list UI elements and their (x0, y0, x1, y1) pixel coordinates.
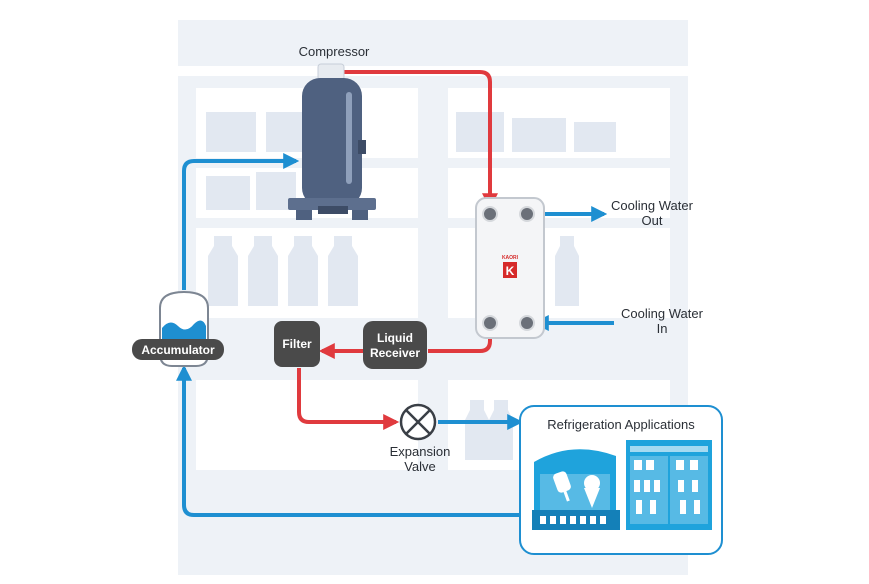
line-accumulator-to-compressor (182, 153, 300, 290)
display-fridge-icon (626, 440, 712, 530)
condenser-port-bottom-right (519, 315, 535, 331)
line-condenser-to-receiver (428, 323, 492, 353)
condenser-port-bottom-left (482, 315, 498, 331)
cooling-water-out-label-line1: Cooling Water (611, 198, 694, 213)
brand-name: KAORI (502, 255, 519, 261)
compressor-label: Compressor (299, 44, 370, 59)
refrigeration-applications-title: Refrigeration Applications (547, 417, 695, 432)
heat-exchanger: K KAORI (475, 197, 545, 339)
condenser-port-top-right (519, 206, 535, 222)
brand-logo-badge (503, 262, 517, 278)
expansion-valve-label-line1: Expansion (390, 444, 451, 459)
expansion-valve (399, 403, 437, 441)
freezer-chest-icon (532, 449, 620, 530)
cooling-water-in-label-line1: Cooling Water (621, 306, 704, 321)
liquid-receiver-label-line1: Liquid (377, 331, 413, 345)
refrigeration-applications-panel: Refrigeration Applications (519, 405, 723, 555)
accumulator: Accumulator (132, 290, 224, 367)
accumulator-label: Accumulator (141, 343, 215, 357)
liquid-receiver: Liquid Receiver (363, 321, 427, 369)
line-filter-to-valve (297, 368, 400, 430)
cooling-water-in-label-line2: In (657, 321, 668, 336)
line-applications-to-accumulator (176, 364, 520, 517)
expansion-valve-label-line2: Valve (404, 459, 436, 474)
brand-logo: K (506, 264, 515, 278)
filter-label: Filter (282, 337, 312, 351)
line-compressor-to-condenser (344, 70, 498, 210)
cold-refrigerant-lines (176, 153, 614, 517)
condenser-port-top-left (482, 206, 498, 222)
cooling-water-out-label-line2: Out (642, 213, 663, 228)
hot-refrigerant-lines (297, 70, 498, 430)
liquid-receiver-label-line2: Receiver (370, 346, 420, 360)
compressor (288, 63, 376, 220)
filter: Filter (274, 321, 320, 367)
